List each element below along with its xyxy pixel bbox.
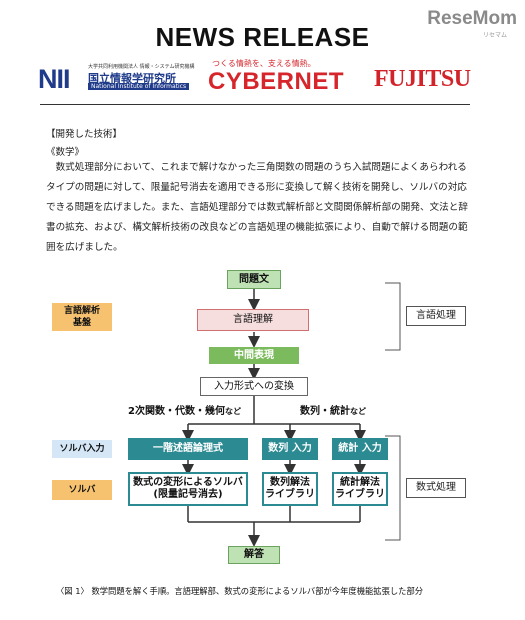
nii-org-top-text: 大学共同利用機関法人 情報・システム研究機構 (88, 64, 195, 70)
answer-box: 解答 (228, 546, 280, 564)
solver-label: ソルバ (52, 480, 112, 500)
statistics-input-box: 統計 入力 (332, 438, 388, 460)
language-understanding-box: 言語理解 (197, 309, 309, 331)
subsection-heading: 《数学》 (46, 147, 85, 158)
section-heading: 【開発した技術】 (46, 129, 123, 140)
cybernet-logo: CYBERNET (208, 68, 345, 95)
page-title: NEWS RELEASE (155, 22, 370, 52)
sequence-input-box: 数列 入力 (262, 438, 318, 460)
fujitsu-logo: FUJITSU (374, 66, 471, 92)
nii-logo-mark: NII (38, 64, 71, 94)
sequence-library-box: 数列解法 ライブラリ (262, 472, 318, 506)
body-paragraph: 数式処理部分において、これまで解けなかった三角関数の問題のうち入試問題によくあら… (46, 162, 468, 253)
branch-label-left: 2次関数・代数・幾何など (128, 402, 241, 417)
branch-right-main: 数列・統計 (300, 406, 350, 417)
language-processing-label: 言語処理 (406, 306, 466, 326)
branch-left-suffix: など (224, 407, 241, 416)
formula-solver-box: 数式の変形によるソルバ (限量記号消去) (128, 472, 248, 506)
language-analysis-base-label: 言語解析 基盤 (52, 303, 112, 331)
formula-processing-label: 数式処理 (406, 478, 466, 498)
figure-caption: 〈図 1〉 数学問題を解く手順。言語理解部、数式の変形によるソルバ部が今年度機能… (56, 586, 424, 596)
resemom-watermark-sub: リセマム (482, 32, 507, 39)
problem-text-box: 問題文 (227, 270, 281, 289)
header-divider (40, 104, 470, 105)
resemom-watermark: ReseMom (427, 8, 517, 29)
solver-input-label: ソルバ入力 (52, 440, 112, 458)
first-order-logic-box: 一階述語論理式 (128, 438, 248, 460)
branch-right-suffix: など (350, 407, 366, 416)
branch-left-main: 2次関数・代数・幾何 (128, 406, 225, 417)
intermediate-representation-box: 中間表現 (209, 347, 299, 364)
branch-label-right: 数列・統計など (300, 402, 366, 417)
nii-english-name: National Institute of Informatics (88, 83, 190, 90)
cybernet-tagline: つくる情熱を、支える情熱。 (212, 59, 316, 68)
input-conversion-box: 入力形式への変換 (200, 377, 308, 396)
statistics-library-box: 統計解法 ライブラリ (332, 472, 388, 506)
nii-japanese-name: 国立情報学研究所 (88, 72, 176, 85)
